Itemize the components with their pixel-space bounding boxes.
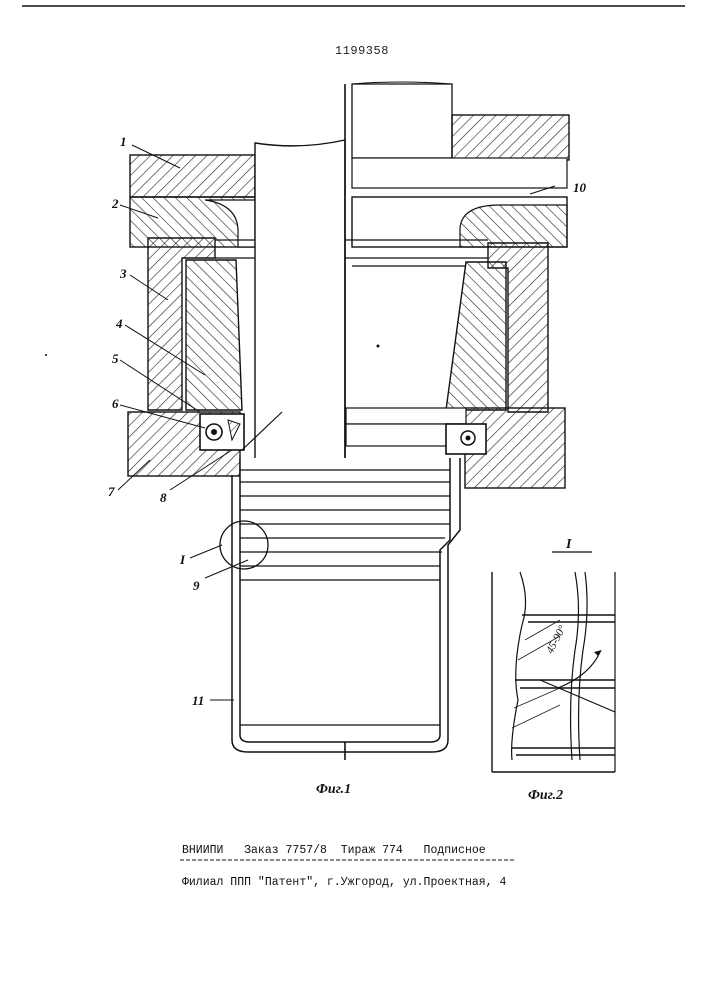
part-1-plate-left (130, 155, 255, 197)
part-1-plate-right (452, 115, 569, 160)
callout-8: 8 (160, 490, 167, 506)
figure-2-caption: Фиг.2 (528, 788, 563, 804)
callout-11: 11 (192, 693, 204, 709)
figure-1-caption: Фиг.1 (316, 782, 351, 798)
figure-2-drawing (492, 552, 615, 772)
part-11-workpiece (240, 458, 450, 742)
callout-6: 6 (112, 396, 119, 412)
callout-4: 4 (116, 316, 123, 332)
imprint-line-1: ВНИИПИ Заказ 7757/8 Тираж 774 Подписное (182, 844, 486, 857)
part-4-taper-left (186, 260, 242, 410)
part-4-taper-right (446, 262, 506, 410)
callout-3: 3 (120, 266, 127, 282)
upper-shaft (352, 84, 452, 158)
detail-label-fig2: I (566, 537, 571, 553)
plate-gap (352, 158, 567, 188)
callout-7: 7 (108, 484, 115, 500)
callout-10: 10 (573, 180, 586, 196)
detail-label-fig1: I (180, 552, 185, 568)
callout-1: 1 (120, 134, 127, 150)
imprint-line-2: Филиал ППП "Патент", г.Ужгород, ул.Проек… (182, 876, 506, 889)
callout-2: 2 (112, 196, 119, 212)
callout-9: 9 (193, 578, 200, 594)
central-mandrel (255, 140, 345, 460)
callout-5: 5 (112, 351, 119, 367)
